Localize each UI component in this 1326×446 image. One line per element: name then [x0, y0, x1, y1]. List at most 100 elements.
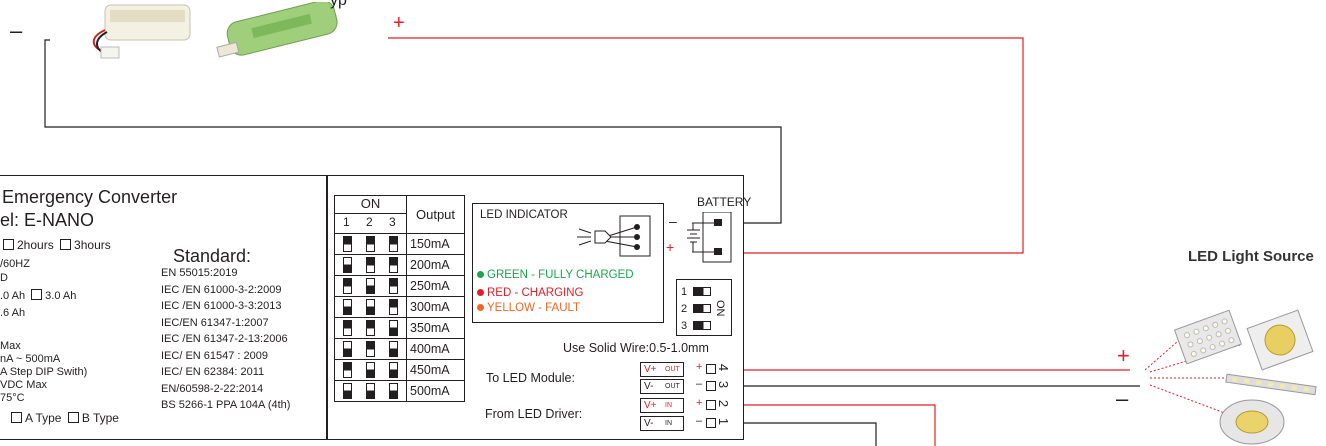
- terminal-sub-label: IN: [665, 420, 672, 427]
- from-led-driver-label: From LED Driver:: [485, 407, 583, 421]
- dip-col-1: 1: [343, 215, 350, 229]
- capacity-row: .0 Ah 3.0 Ah: [0, 289, 77, 302]
- battery-terminal-plus: +: [666, 239, 675, 255]
- terminal-screw[interactable]: [706, 381, 716, 391]
- type-row: A Type B Type: [8, 412, 119, 425]
- standard-item: EN 55015:2019: [161, 267, 238, 279]
- output-value: 500mA: [410, 384, 450, 398]
- terminal-screw[interactable]: [706, 364, 716, 374]
- terminal-sub-label: OUT: [665, 366, 680, 373]
- output-value: 300mA: [410, 300, 450, 314]
- terminal-v-label: V+: [644, 400, 657, 411]
- dip-row-output: 300mA: [406, 296, 465, 318]
- battery-pack-image-2: [213, 0, 343, 72]
- dip-switch-2[interactable]: [366, 299, 375, 315]
- dip-row-switches: [334, 359, 407, 381]
- converter-panel: [0, 175, 327, 440]
- led-source-minus: –: [1116, 386, 1129, 411]
- led-light-source-title: LED Light Source: [1188, 248, 1314, 265]
- battery-positive-wire: [388, 37, 1024, 254]
- terminal-screw[interactable]: [706, 400, 716, 410]
- model-name: el: E-NANO: [0, 210, 95, 230]
- dip-switch-3[interactable]: [389, 362, 398, 378]
- side-switch-2[interactable]: [693, 304, 711, 313]
- side-switch-row-1: 1: [681, 286, 688, 298]
- standard-item: IEC /EN 61000-3-3:2013: [161, 300, 282, 312]
- dip-row-output: 450mA: [406, 359, 465, 381]
- standard-item: IEC /EN 61347-2-13:2006: [161, 333, 288, 345]
- dip-switch-2[interactable]: [366, 383, 375, 399]
- output-value: 400mA: [410, 342, 450, 356]
- dip-switch-1[interactable]: [343, 257, 352, 273]
- output-value: 250mA: [410, 279, 450, 293]
- dip-row-output: 350mA: [406, 317, 465, 339]
- freq-text: /60HZ: [0, 258, 30, 270]
- in-negative-wire: [744, 422, 877, 446]
- battery-terminal-minus: –: [669, 213, 677, 229]
- battery-negative-wire: [44, 39, 782, 224]
- battery-plus-label: +: [393, 12, 405, 34]
- terminal-v-label: V-: [644, 418, 654, 429]
- standard-heading: Standard:: [173, 246, 252, 266]
- led-modules-image: [1173, 309, 1317, 445]
- capacity-checkbox-3ah[interactable]: [31, 289, 43, 300]
- dip-switch-2[interactable]: [366, 341, 375, 357]
- dip-switch-2[interactable]: [366, 278, 375, 294]
- converter-title: Emergency Converter: [2, 187, 178, 207]
- step-dip-text: A Step DIP Swith): [0, 366, 88, 378]
- dip-row-switches: [334, 380, 407, 402]
- side-switch-3[interactable]: [693, 321, 711, 330]
- led-yellow-text: YELLOW - FAULT: [477, 302, 580, 315]
- side-switch-row-3: 3: [681, 320, 688, 332]
- terminal-1: V- IN: [640, 416, 684, 431]
- dip-switch-3[interactable]: [389, 320, 398, 336]
- terminal-number: 3: [716, 380, 732, 389]
- duration-checkbox-2h[interactable]: [3, 239, 14, 250]
- terminal-screw[interactable]: [706, 418, 716, 428]
- dip-row-switches: [334, 254, 407, 276]
- dip-switch-1[interactable]: [343, 278, 352, 294]
- led-source-plus: +: [1117, 343, 1130, 368]
- output-value: 150mA: [410, 237, 450, 251]
- dip-switch-3[interactable]: [389, 299, 398, 315]
- led-red-text: RED - CHARGING: [477, 287, 583, 300]
- solid-wire-text: Use Solid Wire:0.5-1.0mm: [563, 341, 709, 355]
- type-b-checkbox[interactable]: [67, 412, 79, 423]
- battery-terminal-icon: [687, 212, 732, 263]
- terminal-v-label: V+: [644, 364, 657, 375]
- vdc-text: VDC Max: [0, 379, 48, 391]
- battery-pack-image-1: [85, 2, 195, 62]
- dip-switch-1[interactable]: [343, 362, 352, 378]
- current-range-text: nA ~ 500mA: [0, 353, 61, 365]
- dip-switch-3[interactable]: [389, 236, 398, 252]
- side-switch-1[interactable]: [693, 287, 711, 296]
- output-value: 450mA: [410, 363, 450, 377]
- dip-switch-2[interactable]: [366, 257, 375, 273]
- dip-switch-2[interactable]: [366, 362, 375, 378]
- dip-switch-2[interactable]: [366, 320, 375, 336]
- terminal-polarity: –: [696, 378, 703, 390]
- standard-item: IEC/ EN 62384: 2011: [161, 366, 265, 378]
- duration-checkbox-3h[interactable]: [60, 239, 72, 250]
- dip-switch-1[interactable]: [343, 236, 352, 252]
- dip-switch-1[interactable]: [343, 383, 352, 399]
- dip-switch-1[interactable]: [343, 341, 352, 357]
- dip-switch-2[interactable]: [366, 236, 375, 252]
- dip-switch-1[interactable]: [343, 299, 352, 315]
- dip-switch-3[interactable]: [389, 383, 398, 399]
- terminal-number: 2: [716, 399, 732, 408]
- dip-switch-1[interactable]: [343, 320, 352, 336]
- dip-row-switches: [334, 296, 407, 318]
- terminal-sub-label: OUT: [665, 383, 680, 390]
- type-a-checkbox[interactable]: [11, 412, 22, 423]
- capacity-c-text: .6 Ah: [0, 307, 26, 319]
- line-d-text: D: [0, 272, 8, 284]
- dip-switch-3[interactable]: [389, 257, 398, 273]
- dip-switch-3[interactable]: [389, 278, 398, 294]
- to-led-module-label: To LED Module:: [486, 371, 575, 385]
- side-switch-row-2: 2: [681, 303, 688, 315]
- terminal-3: V-OUT: [640, 379, 684, 394]
- dip-switch-3[interactable]: [389, 341, 398, 357]
- dip-row-switches: [334, 233, 407, 255]
- side-switch-on-label: ON: [714, 300, 726, 317]
